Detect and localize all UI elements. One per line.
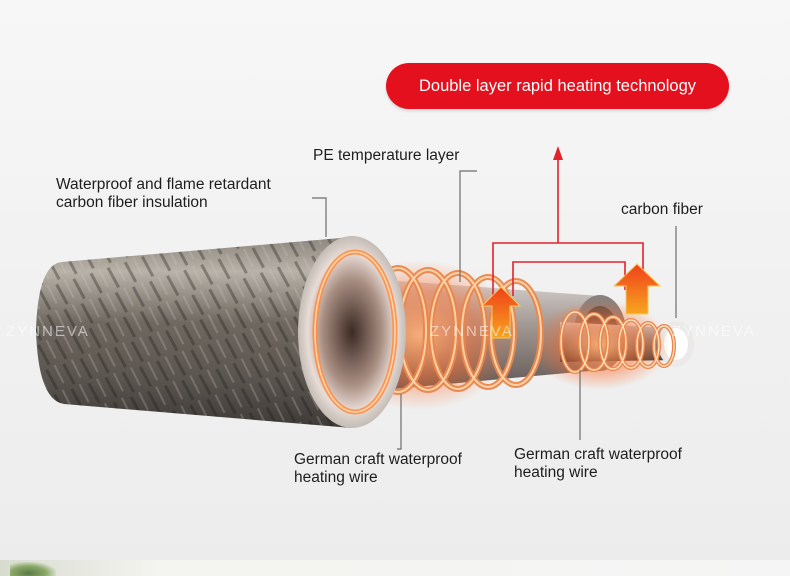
leaf-decoration [10, 562, 56, 576]
carbon-fiber-label: carbon fiber [621, 201, 703, 218]
watermark-right: ZYNNEVA [672, 323, 756, 340]
insulation-sleeve [36, 236, 406, 428]
heating-wire-left-line1: German craft waterproof [294, 451, 462, 468]
heating-wire-right-line2: heating wire [514, 464, 598, 481]
insulation-label: Waterproof and flame retardant carbon fi… [56, 176, 271, 212]
watermark-center: ZYNNEVA [430, 323, 514, 340]
heat-arrow-left-icon [480, 286, 522, 339]
insulation-label-line2: carbon fiber insulation [56, 194, 208, 211]
up-arrow-thin-icon [553, 146, 563, 160]
watermark-left: ZYNNEVA [6, 323, 90, 340]
heat-arrow-right-icon [612, 263, 662, 315]
pe-layer-label: PE temperature layer [313, 147, 460, 164]
title-banner: Double layer rapid heating technology [386, 63, 729, 109]
heat-flow-lines [492, 155, 644, 296]
bottom-strip [0, 560, 790, 576]
heating-wire-left-line2: heating wire [294, 469, 378, 486]
heating-wire-left-label: German craft waterproof heating wire [294, 451, 462, 487]
insulation-label-line1: Waterproof and flame retardant [56, 176, 271, 193]
heating-wire-right-line1: German craft waterproof [514, 446, 682, 463]
inner-heating-coil [559, 310, 676, 374]
heating-wire-right-label: German craft waterproof heating wire [514, 446, 682, 482]
leader-lines [312, 170, 677, 450]
